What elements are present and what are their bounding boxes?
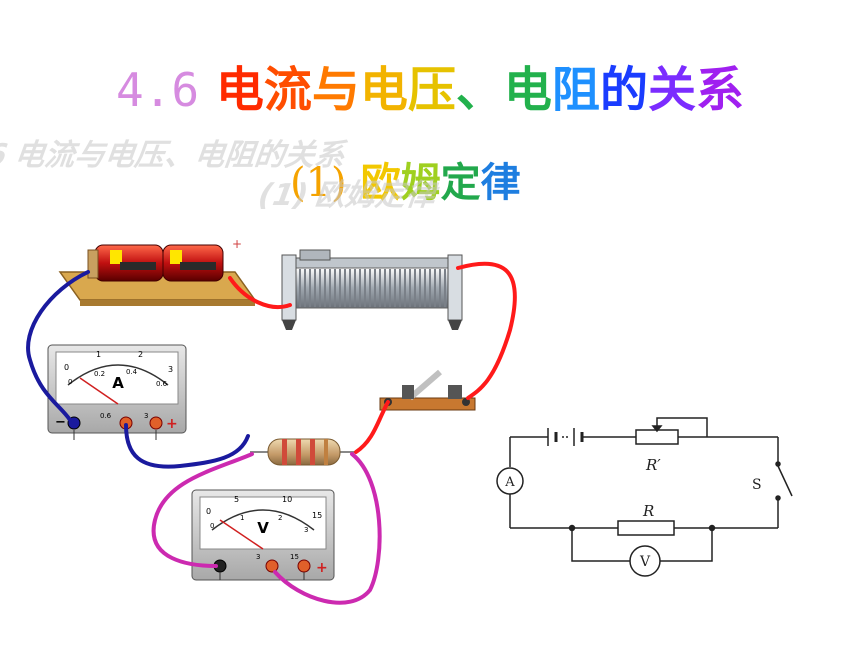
rheostat-symbol [635, 417, 708, 445]
schematic-ammeter-label: A [504, 475, 515, 490]
ammeter-scale-top: 0 [64, 363, 69, 372]
resistor-symbol [617, 520, 675, 536]
battery-holder: + [58, 237, 257, 306]
circuit-schematic [496, 417, 793, 577]
title-char: 关 [647, 62, 696, 118]
ammeter-scale-bottom: 0.6 [156, 380, 168, 388]
title-char: 电 [215, 62, 264, 118]
voltmeter-terminal-label: + [316, 560, 328, 576]
resistor [250, 438, 356, 466]
voltmeter-letter: V [257, 519, 269, 537]
ammeter-letter: A [112, 374, 124, 392]
wire-red [456, 261, 517, 400]
rheostat [281, 249, 463, 330]
wire-blue [124, 423, 250, 469]
schematic-voltmeter-label: V [639, 554, 651, 570]
subtitle-char: 定 [440, 160, 481, 206]
title-char: 电 [503, 62, 552, 118]
ammeter-terminal-label: + [166, 416, 178, 432]
wire-blue [26, 270, 90, 422]
knife-switch [379, 369, 476, 411]
title-char: 系 [695, 62, 744, 118]
ammeter-scale-top: 1 [96, 350, 101, 359]
svg-text:(1) 欧姆定律: (1) 欧姆定律 [253, 178, 444, 213]
title-shadow: 4.6 电流与电压、电阻的关系 (1) 欧姆定律 [0, 138, 444, 213]
voltmeter-scale-top: 10 [282, 495, 292, 504]
svg-text:4.6 电流与电压、电阻的关系: 4.6 电流与电压、电阻的关系 [0, 138, 353, 173]
ammeter-terminal-label: − [55, 415, 66, 430]
ammeter-scale-bottom: 0.4 [126, 368, 138, 376]
voltmeter-terminal-label: 15 [290, 553, 299, 561]
title-char: 与 [311, 62, 360, 118]
ammeter-scale-bottom: 0.2 [94, 370, 105, 378]
ammeter-terminal-label: 0.6 [100, 412, 112, 420]
ammeter-scale-bottom: 0 [68, 378, 72, 386]
schematic-labels: A V R′ R S [504, 456, 761, 570]
title-char: 、 [455, 62, 504, 118]
voltmeter-scale-bottom: 1 [240, 514, 244, 522]
schematic-switch-label: S [752, 477, 762, 493]
wires [26, 261, 517, 605]
ammeter: A 0 1 2 3 0 0.2 0.4 0.6 − 0.6 3 + [47, 344, 187, 440]
page-title: 4.6 电流与电压、电阻的关系 [0, 50, 860, 120]
wire-magenta [151, 452, 254, 568]
voltmeter-scale-bottom: 2 [278, 514, 282, 522]
schematic-rheostat-label: R′ [645, 456, 661, 474]
title-char: 压 [407, 62, 456, 118]
battery-symbol [547, 428, 606, 446]
voltmeter-needle [219, 519, 264, 550]
title-char: 流 [263, 62, 312, 118]
voltmeter: V 0 5 10 15 0 1 2 3 − 3 15 + [191, 489, 335, 581]
ammeter-scale-top: 3 [168, 365, 173, 374]
title-char: 阻 [551, 62, 600, 118]
voltmeter-scale-bottom: 0 [210, 522, 214, 530]
voltmeter-scale-bottom: 3 [304, 526, 308, 534]
title-char: 的 [599, 62, 648, 118]
ammeter-terminal-label: 3 [144, 412, 148, 420]
schematic-resistor-label: R [642, 502, 654, 520]
subtitle-number: (1) [290, 160, 347, 206]
voltmeter-terminal-label: 3 [256, 553, 260, 561]
ammeter-needle [79, 377, 119, 405]
wire-magenta [273, 452, 382, 605]
svg-text:+: + [232, 237, 242, 251]
wire-red [354, 400, 390, 454]
subtitle-char: 欧 [360, 160, 401, 206]
ammeter-scale-top: 2 [138, 350, 143, 359]
switch-symbol [775, 461, 793, 501]
voltmeter-scale-top: 5 [234, 495, 239, 504]
voltmeter-scale-top: 0 [206, 507, 211, 516]
voltmeter-scale-top: 15 [312, 511, 322, 520]
page-subtitle: (1) 欧姆定律 [290, 150, 521, 208]
title-number: 4.6 [116, 63, 200, 117]
subtitle-char: 律 [480, 160, 521, 206]
subtitle-char: 姆 [400, 160, 441, 206]
title-char: 电 [359, 62, 408, 118]
wire-red [228, 276, 292, 309]
